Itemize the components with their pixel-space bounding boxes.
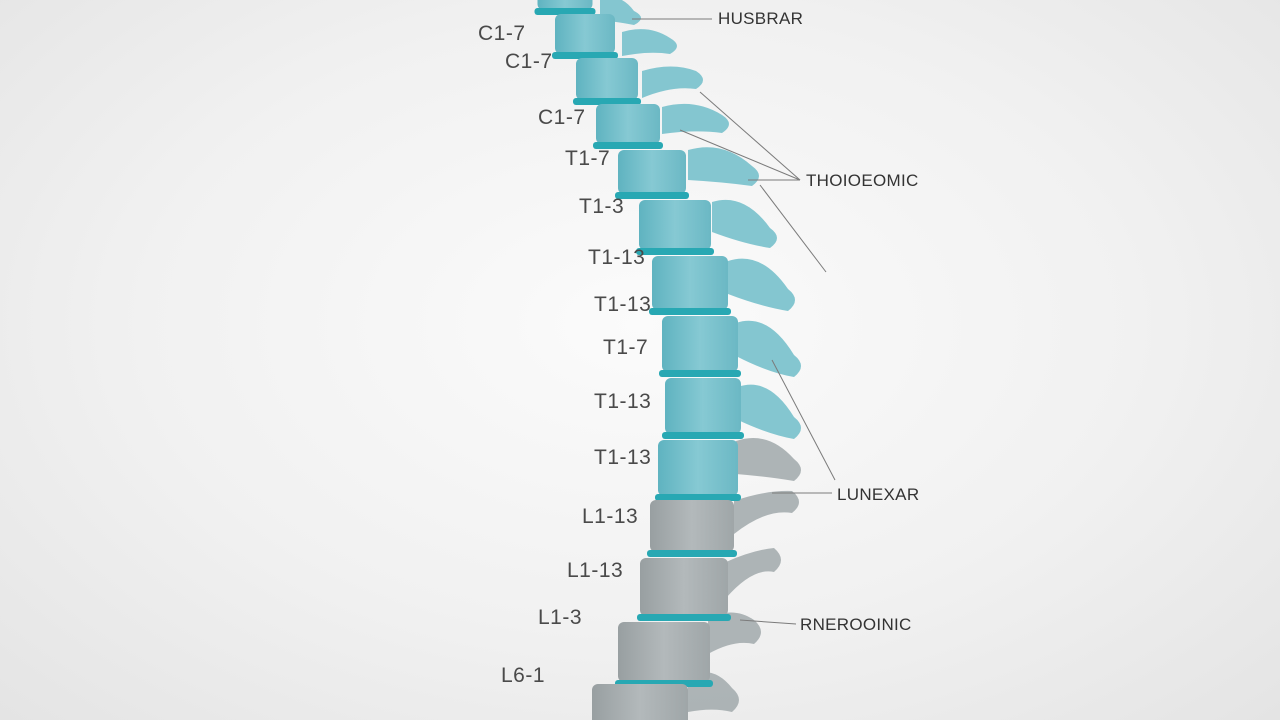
region-label-thoracic: THOIOEOMIC (806, 171, 919, 190)
leader-lines (632, 18, 836, 625)
vertebra-body-1 (537, 0, 593, 10)
region-label-sacral: RNEROOINIC (800, 615, 912, 634)
intervertebral-disc-9 (662, 432, 744, 439)
vertebra-label-1: C1-7 (478, 22, 526, 45)
vertebra-body-11 (650, 500, 734, 552)
vertebra-label-10: T1-13 (594, 446, 652, 469)
vertebra-body-14 (592, 684, 688, 720)
spinous-process-4 (662, 103, 729, 134)
vertebra-body-5 (618, 150, 686, 194)
region-label-lumbar: LUNEXAR (837, 485, 920, 504)
vertebra-body-12 (640, 558, 728, 616)
leader-line-2 (679, 129, 801, 181)
vertebra-body-8 (662, 316, 738, 372)
intervertebral-disc-5 (615, 192, 689, 199)
leader-line-5 (759, 184, 827, 273)
vertebra-body-9 (665, 378, 741, 434)
spinous-process-7 (728, 258, 795, 311)
vertebra-label-13: L1-3 (538, 606, 583, 629)
vertebra-body-10 (658, 440, 738, 496)
spinous-process-13 (708, 612, 761, 654)
spinous-process-3 (642, 66, 703, 98)
spinous-process-12 (726, 548, 781, 598)
spinous-process-11 (734, 490, 799, 534)
vertebra-body-4 (596, 104, 660, 144)
region-label-top: HUSBRAR (718, 9, 804, 28)
intervertebral-disc-6 (636, 248, 714, 255)
spinous-process-5 (688, 147, 759, 186)
vertebra-label-9: T1-13 (594, 390, 652, 413)
vertebra-label-3: C1-7 (538, 106, 586, 129)
intervertebral-disc-3 (573, 98, 641, 105)
vertebra-body-13 (618, 622, 710, 682)
vertebra-label-14: L6-1 (501, 664, 546, 687)
leader-line-3 (699, 91, 801, 181)
vertebra-label-4: T1-7 (565, 147, 611, 170)
vertebra-label-2: C1-7 (505, 50, 553, 73)
intervertebral-disc-12 (637, 614, 731, 621)
spinous-process-6 (712, 199, 777, 248)
vertebra-label-8: T1-7 (603, 336, 649, 359)
spinous-process-9 (738, 384, 801, 439)
leader-line-8 (739, 619, 797, 625)
vertebra-body-6 (639, 200, 711, 250)
spinous-process-2 (622, 29, 677, 56)
vertebra-label-7: T1-13 (594, 293, 652, 316)
intervertebral-disc-1 (534, 8, 596, 15)
intervertebral-disc-11 (647, 550, 737, 557)
leader-line-6 (771, 359, 836, 481)
spinous-process-10 (736, 437, 801, 481)
vertebra-label-6: T1-13 (588, 246, 646, 269)
vertebra-label-5: T1-3 (579, 195, 625, 218)
intervertebral-disc-8 (659, 370, 741, 377)
vertebra-label-11: L1-13 (582, 505, 639, 528)
intervertebral-disc-4 (593, 142, 663, 149)
intervertebral-disc-2 (552, 52, 618, 59)
vertebra-body-3 (576, 58, 638, 100)
vertebra-label-12: L1-13 (567, 559, 624, 582)
spine-column (534, 0, 801, 720)
intervertebral-disc-7 (649, 308, 731, 315)
vertebra-body-7 (652, 256, 728, 310)
vertebra-body-2 (555, 14, 615, 54)
intervertebral-disc-10 (655, 494, 741, 501)
spinous-process-8 (736, 320, 801, 377)
